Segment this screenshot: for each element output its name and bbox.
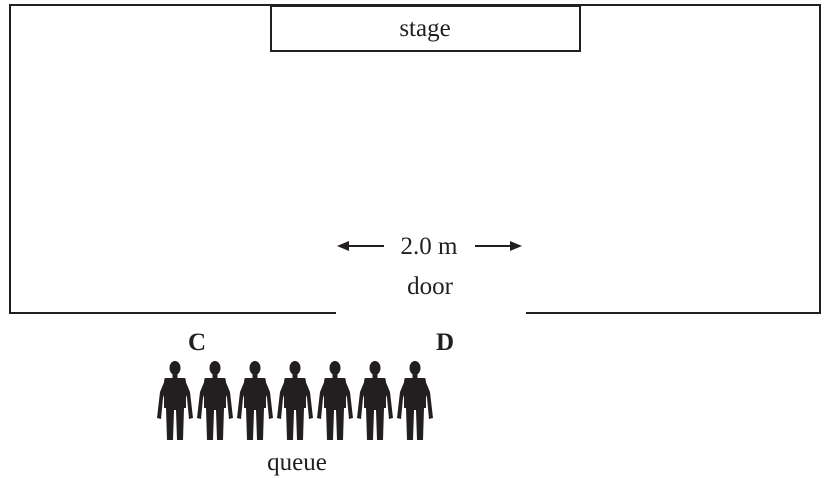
queue-end-d-label: D (436, 329, 454, 356)
stage-box (270, 5, 581, 52)
queue-end-c-label: C (188, 329, 206, 356)
queue-person (197, 361, 233, 440)
queue-person (357, 361, 393, 440)
door-label: door (407, 273, 454, 300)
queue-person (277, 361, 313, 440)
door-width-arrow (337, 241, 522, 251)
queue-person (237, 361, 273, 440)
queue-person (157, 361, 193, 440)
queue-person (317, 361, 353, 440)
queue-label: queue (267, 449, 327, 476)
queue-person (397, 361, 433, 440)
queue-people (157, 361, 433, 440)
door-width-label: 2.0 m (401, 233, 459, 260)
stage-label: stage (399, 15, 450, 42)
